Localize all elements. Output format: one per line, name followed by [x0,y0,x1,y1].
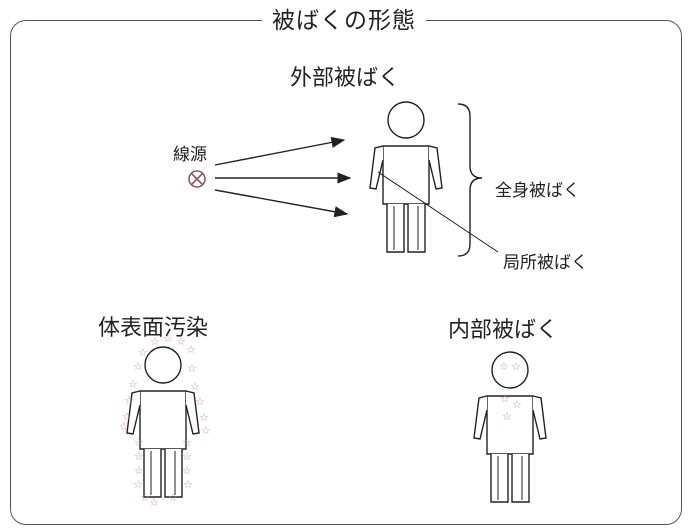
svg-text:☆: ☆ [500,392,510,405]
svg-text:☆: ☆ [119,420,129,433]
svg-text:☆: ☆ [502,410,512,423]
radiation-source-label: 線源 [173,145,207,165]
svg-text:☆: ☆ [134,436,144,449]
svg-text:☆: ☆ [190,380,200,393]
svg-text:☆: ☆ [149,496,159,509]
radiation-arrow [214,189,349,218]
svg-text:☆: ☆ [150,335,160,348]
svg-text:☆: ☆ [182,436,192,449]
local-exposure-leader-line [377,171,499,253]
diagram-title: 被ばくの形態 [262,4,426,38]
svg-text:☆: ☆ [182,450,192,463]
svg-text:☆: ☆ [182,464,192,477]
svg-text:☆: ☆ [183,478,193,491]
svg-text:☆: ☆ [499,360,509,373]
svg-text:☆: ☆ [186,343,196,356]
svg-text:☆: ☆ [134,464,144,477]
svg-text:☆: ☆ [176,335,186,348]
svg-text:☆: ☆ [512,398,522,411]
svg-text:☆: ☆ [199,411,209,424]
internally-exposed-person [473,351,547,503]
svg-text:☆: ☆ [163,332,173,345]
radiation-arrow [214,136,346,166]
svg-text:☆: ☆ [133,360,143,373]
svg-text:☆: ☆ [134,450,144,463]
externally-exposed-person [369,101,443,253]
surface-contamination-heading: 体表面汚染 [98,316,209,341]
svg-text:☆: ☆ [140,491,150,504]
internal-exposure-heading: 内部被ばく [448,318,559,343]
svg-text:☆: ☆ [201,424,211,437]
radiation-source-icon [188,170,206,188]
svg-text:☆: ☆ [168,491,178,504]
svg-text:☆: ☆ [187,362,197,375]
svg-text:☆: ☆ [138,346,148,359]
whole-body-brace [457,103,483,257]
svg-text:☆: ☆ [195,395,205,408]
star-particle-icon: ☆☆ ☆☆☆ [499,360,522,423]
external-exposure-heading: 外部被ばく [290,66,401,91]
svg-text:☆: ☆ [133,478,143,491]
svg-text:☆: ☆ [122,410,132,423]
star-particle-icon: ☆☆☆ ☆☆☆ ☆☆☆ ☆☆☆ ☆☆☆ ☆☆☆ ☆☆☆ ☆☆☆ ☆☆ [119,332,211,509]
local-exposure-label: 局所被ばく [503,253,588,273]
svg-text:☆: ☆ [511,360,521,373]
whole-body-exposure-label: 全身被ばく [495,181,580,201]
svg-text:☆: ☆ [124,394,134,407]
svg-text:☆: ☆ [128,378,138,391]
